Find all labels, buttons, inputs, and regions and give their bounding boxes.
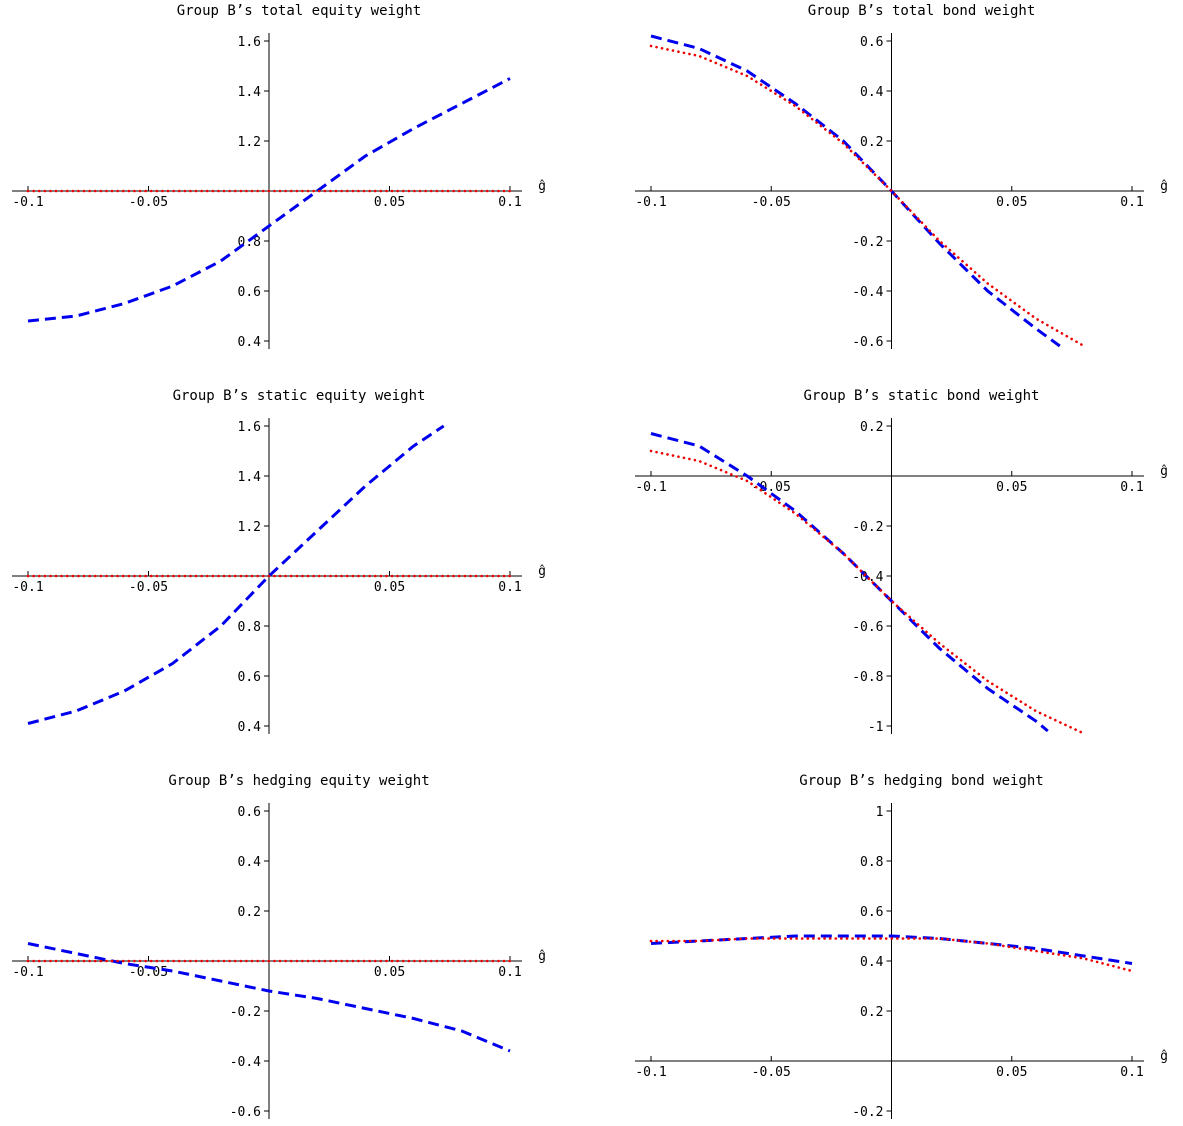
chart-panel-5: Group B’s hedging equity weight -0.1 -0.05… <box>12 773 546 1120</box>
y-tick-label: -0.2 <box>852 1105 883 1120</box>
dotted-series-line <box>649 44 1086 348</box>
x-tick-label: 0.1 <box>1120 195 1143 210</box>
chart-panel-1: Group B’s total equity weight -0.1 -0.05 0.… <box>12 3 546 350</box>
chart-title: Group B’s hedging bond weight <box>799 773 1043 789</box>
x-tick-label: 0.05 <box>996 480 1027 495</box>
chart-title: Group B’s static equity weight <box>173 388 426 404</box>
y-tick-label: 1.6 <box>238 35 261 50</box>
y-tick-label: 1 <box>876 805 884 820</box>
x-tick-label: 0.1 <box>498 195 521 210</box>
x-tick-label: -0.05 <box>752 195 791 210</box>
y-tick-label: 0.2 <box>238 905 261 920</box>
x-tick-label: -0.05 <box>752 1065 791 1080</box>
y-tick-label: 0.6 <box>238 805 261 820</box>
y-tick-label: -0.2 <box>852 520 883 535</box>
y-tick-label: 0.4 <box>860 955 884 970</box>
y-tick-label: -0.4 <box>852 285 883 300</box>
y-tick-label: -0.6 <box>852 620 883 635</box>
x-tick-label: -0.1 <box>635 1065 666 1080</box>
y-tick-label: 0.6 <box>238 285 261 300</box>
x-tick-label: 0.1 <box>1120 1065 1143 1080</box>
chart-title: Group B’s total equity weight <box>177 3 421 19</box>
chart-panel-4: Group B’s static bond weight -0.1 -0.05 0.0… <box>635 388 1168 735</box>
x-tick-label: -0.05 <box>129 965 168 980</box>
y-tick-label: -1 <box>868 720 884 735</box>
x-axis-label: ĝ <box>1160 1049 1168 1064</box>
dotted-series-line <box>649 449 1086 735</box>
x-tick-label: 0.1 <box>498 580 521 595</box>
y-tick-label: 1.4 <box>238 85 262 100</box>
chart-title: Group B’s hedging equity weight <box>168 773 429 789</box>
y-tick-label: 0.4 <box>238 855 262 870</box>
x-axis-label: ĝ <box>1160 464 1168 479</box>
y-tick-label: -0.8 <box>852 670 883 685</box>
y-tick-label: -0.6 <box>852 335 883 350</box>
y-tick-label: 1.4 <box>238 470 262 485</box>
chart-panel-3: Group B’s static equity weight -0.1 -0.05 0… <box>12 388 546 735</box>
y-tick-label: 0.8 <box>238 620 261 635</box>
dashed-series-line <box>27 942 511 1053</box>
x-tick-label: -0.1 <box>12 580 43 595</box>
y-tick-label: -0.2 <box>230 1005 261 1020</box>
chart-panel-2: Group B’s total bond weight -0.1 -0.05 0.05… <box>635 3 1168 350</box>
x-axis-label: ĝ <box>1160 179 1168 194</box>
x-tick-label: 0.1 <box>498 965 521 980</box>
y-tick-label: 0.4 <box>860 85 884 100</box>
y-tick-label: 1.2 <box>238 135 261 150</box>
y-tick-label: 0.6 <box>238 670 261 685</box>
x-tick-label: 0.1 <box>1120 480 1143 495</box>
x-tick-label: -0.05 <box>129 195 168 210</box>
x-axis-label: ĝ <box>538 564 546 579</box>
chart-title: Group B’s total bond weight <box>808 3 1036 19</box>
x-tick-label: 0.05 <box>374 580 405 595</box>
dashed-series-line <box>27 77 511 323</box>
y-tick-label: 0.6 <box>860 905 883 920</box>
x-axis-label: ĝ <box>538 949 546 964</box>
x-tick-label: 0.05 <box>374 965 405 980</box>
x-tick-label: -0.1 <box>12 965 43 980</box>
x-tick-label: -0.05 <box>129 580 168 595</box>
y-tick-label: -0.4 <box>230 1055 261 1070</box>
x-tick-label: 0.05 <box>374 195 405 210</box>
y-tick-label: 1.2 <box>238 520 261 535</box>
x-axis-label: ĝ <box>538 179 546 194</box>
y-tick-label: 0.8 <box>860 855 883 870</box>
y-tick-label: 0.4 <box>238 720 262 735</box>
x-tick-label: -0.05 <box>752 480 791 495</box>
y-tick-label: -0.6 <box>230 1105 261 1120</box>
y-tick-label: 0.2 <box>860 135 883 150</box>
y-tick-label: 0.4 <box>238 335 262 350</box>
dashed-series-line <box>27 424 445 725</box>
y-tick-label: 1.6 <box>238 420 261 435</box>
y-tick-label: -0.2 <box>852 235 883 250</box>
chart-title: Group B’s static bond weight <box>803 388 1039 404</box>
x-tick-label: -0.1 <box>635 480 666 495</box>
x-tick-label: -0.1 <box>12 195 43 210</box>
dashed-series-line <box>650 934 1133 965</box>
y-tick-label: 0.2 <box>860 420 883 435</box>
dotted-series-line <box>649 937 1134 973</box>
chart-panel-6: Group B’s hedging bond weight -0.1 -0.05 0.… <box>635 773 1168 1120</box>
x-tick-label: -0.1 <box>635 195 666 210</box>
dashed-series-line <box>650 432 1049 733</box>
y-tick-label: 0.2 <box>860 1005 883 1020</box>
x-tick-label: 0.05 <box>996 195 1027 210</box>
y-tick-label: 0.6 <box>860 35 883 50</box>
x-tick-label: 0.05 <box>996 1065 1027 1080</box>
